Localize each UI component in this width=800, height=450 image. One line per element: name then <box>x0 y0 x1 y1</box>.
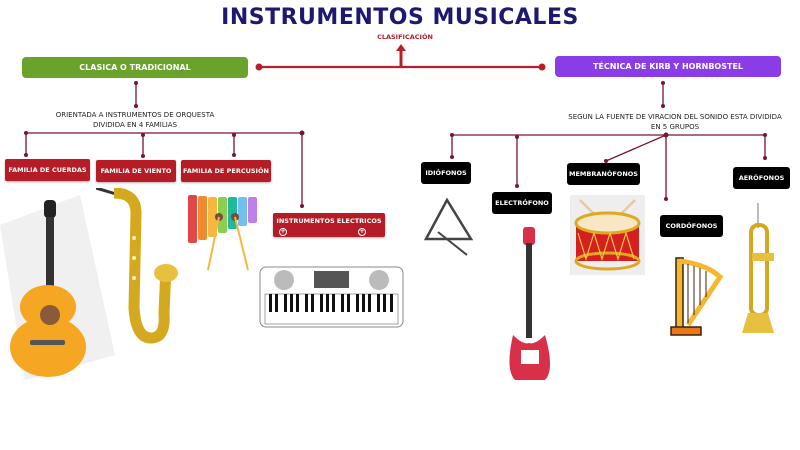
saxophone-image <box>96 188 178 344</box>
electric-guitar-image <box>509 227 550 380</box>
expand-plus-icon[interactable]: + <box>279 228 287 236</box>
group-membranophones-box[interactable]: MEMBRANÓFONOS <box>567 163 640 185</box>
group-chordophones-box[interactable]: CORDÓFONOS <box>660 215 723 237</box>
trumpet-image <box>742 203 774 333</box>
electric-instruments-box[interactable]: INSTRUMENTOS ELECTRICOS + + <box>273 213 385 237</box>
classic-description: ORIENTADA A INSTRUMENTOS DE ORQUESTA DIV… <box>55 111 215 129</box>
expand-plus-icon[interactable]: + <box>358 228 366 236</box>
group-aerophones-box[interactable]: AERÓFONOS <box>733 167 790 189</box>
page-title: INSTRUMENTOS MUSICALES <box>221 5 579 30</box>
classic-classification-box[interactable]: CLASICA O TRADICIONAL <box>22 57 248 78</box>
hornbostel-classification-label: TÉCNICA DE KIRB Y HORNBOSTEL <box>592 62 744 71</box>
hornbostel-description: SEGUN LA FUENTE DE VIRACION DEL SONIDO E… <box>568 113 782 131</box>
family-strings-box[interactable]: FAMILIA DE CUERDAS <box>5 159 90 181</box>
drum-image <box>570 195 645 275</box>
classification-label: CLASIFICACIÓN <box>377 33 433 41</box>
harp-image <box>670 257 724 336</box>
hornbostel-classification-box[interactable]: TÉCNICA DE KIRB Y HORNBOSTEL <box>555 56 781 77</box>
group-electrophone-box[interactable]: ELECTRÓFONO <box>492 192 552 214</box>
triangle-image <box>423 197 474 256</box>
electronic-keyboard-image <box>259 266 404 328</box>
family-wind-box[interactable]: FAMILIA DE VIENTO <box>96 160 176 182</box>
classic-classification-label: CLASICA O TRADICIONAL <box>79 63 191 72</box>
acoustic-guitar-image <box>0 195 115 380</box>
group-idiophones-box[interactable]: IDIÓFONOS <box>421 162 471 184</box>
xylophone-image <box>188 195 257 271</box>
family-percussion-box[interactable]: FAMILIA DE PERCUSIÓN <box>181 160 271 182</box>
